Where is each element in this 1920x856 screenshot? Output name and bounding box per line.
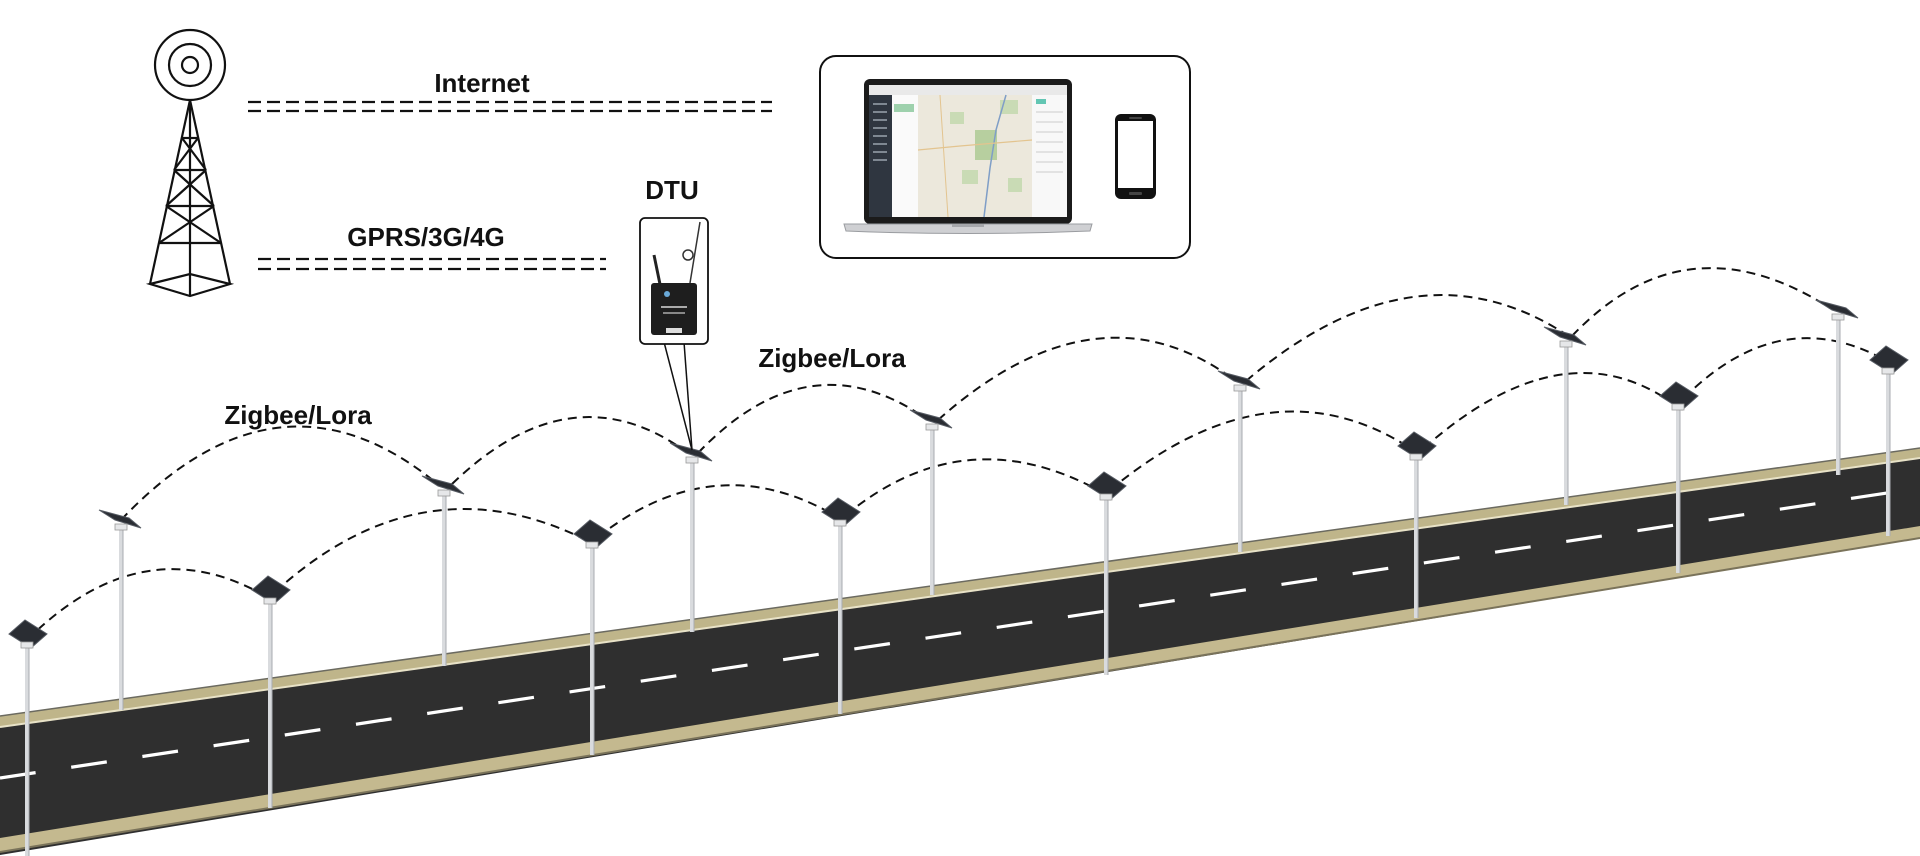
internet-link xyxy=(248,100,772,113)
solar-street-light-icon xyxy=(251,575,291,808)
dtu-callout xyxy=(639,217,709,451)
solar-street-light-icon xyxy=(421,475,465,666)
mesh-label-left: Zigbee/Lora xyxy=(224,400,372,430)
solar-street-light-icon xyxy=(8,619,48,856)
street-lights xyxy=(8,299,1909,856)
solar-street-light-icon xyxy=(909,409,953,595)
laptop-icon xyxy=(843,79,1093,234)
smartphone-icon xyxy=(1115,114,1156,199)
road xyxy=(0,447,1920,855)
solar-street-light-icon xyxy=(1815,299,1859,475)
internet-label: Internet xyxy=(434,68,530,98)
dtu-router-icon xyxy=(651,221,701,335)
mesh-label-center: Zigbee/Lora xyxy=(758,343,906,373)
cellular-label: GPRS/3G/4G xyxy=(347,222,505,252)
cell-tower-icon xyxy=(145,28,235,298)
solar-street-light-icon xyxy=(1869,345,1909,536)
solar-street-light-icon xyxy=(1543,326,1587,505)
solar-street-light-icon xyxy=(821,497,861,714)
solar-street-light-icon xyxy=(98,509,142,710)
solar-street-light-icon xyxy=(573,519,613,755)
solar-street-light-icon xyxy=(1397,431,1437,618)
client-devices-panel xyxy=(819,55,1191,259)
cellular-link xyxy=(258,257,606,271)
dtu-label: DTU xyxy=(645,175,698,205)
mesh-links xyxy=(26,267,1886,641)
solar-street-light-icon xyxy=(669,442,713,632)
solar-street-light-icon xyxy=(1087,471,1127,675)
solar-street-light-icon xyxy=(1217,370,1261,552)
solar-street-light-icon xyxy=(1659,381,1699,573)
